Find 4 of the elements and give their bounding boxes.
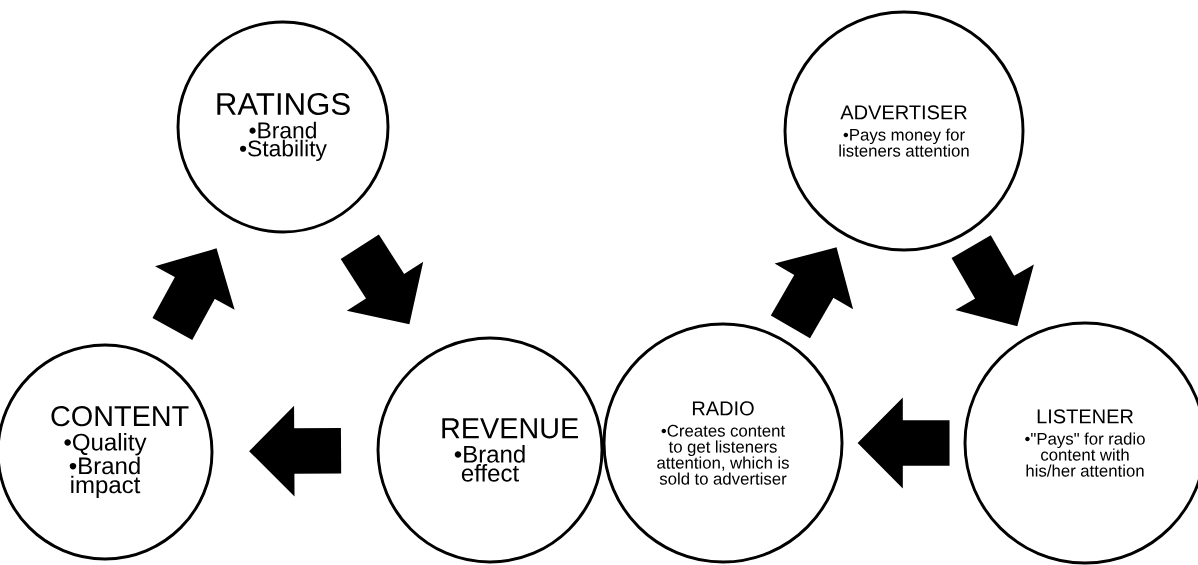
circle-node: RATINGS •Brand •Stability xyxy=(176,20,390,234)
circle-node: REVENUE •Brand effect xyxy=(376,336,604,564)
circle-node: RADIO •Creates content to get listeners attention, which is sold to advertiser xyxy=(602,322,844,564)
circle-node: ADVERTISER •Pays money for listeners attention xyxy=(783,10,1025,252)
